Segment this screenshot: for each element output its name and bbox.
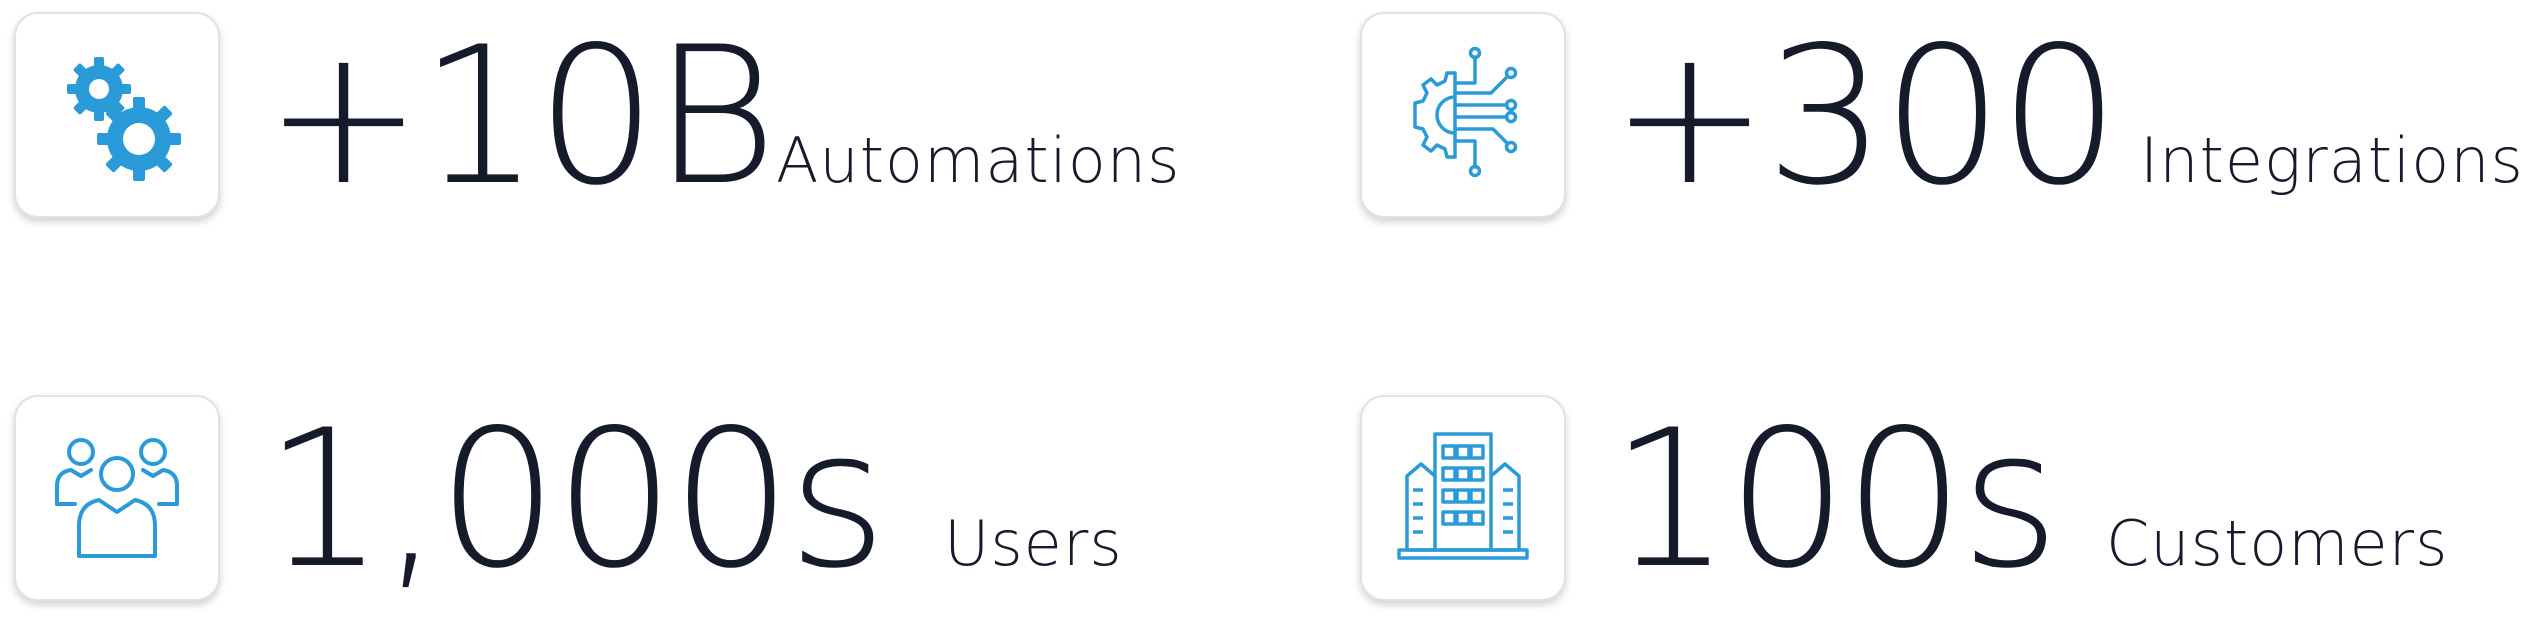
stat-value: 1,000s	[264, 389, 887, 610]
circuit-gear-icon	[1413, 46, 1518, 178]
stat-customers: 100s Customers	[1360, 395, 2520, 605]
building-icon	[1397, 432, 1529, 560]
icon-card	[1360, 12, 1566, 218]
stat-label: Automations	[776, 124, 1181, 197]
icon-card	[14, 12, 220, 218]
stat-value: +10B	[264, 6, 777, 227]
gears-icon	[67, 57, 181, 181]
stat-label: Customers	[2106, 507, 2449, 580]
stat-value: 100s	[1610, 389, 2060, 610]
stat-label: Integrations	[2140, 124, 2524, 197]
stat-value: +300	[1610, 6, 2120, 227]
stat-automations: +10B Automations	[14, 12, 1254, 222]
icon-card	[14, 395, 220, 601]
stat-label: Users	[944, 507, 1123, 580]
stat-users: 1,000s Users	[14, 395, 1254, 605]
users-icon	[55, 438, 179, 558]
stat-integrations: +300 Integrations	[1360, 6, 2523, 227]
icon-card	[1360, 395, 1566, 601]
